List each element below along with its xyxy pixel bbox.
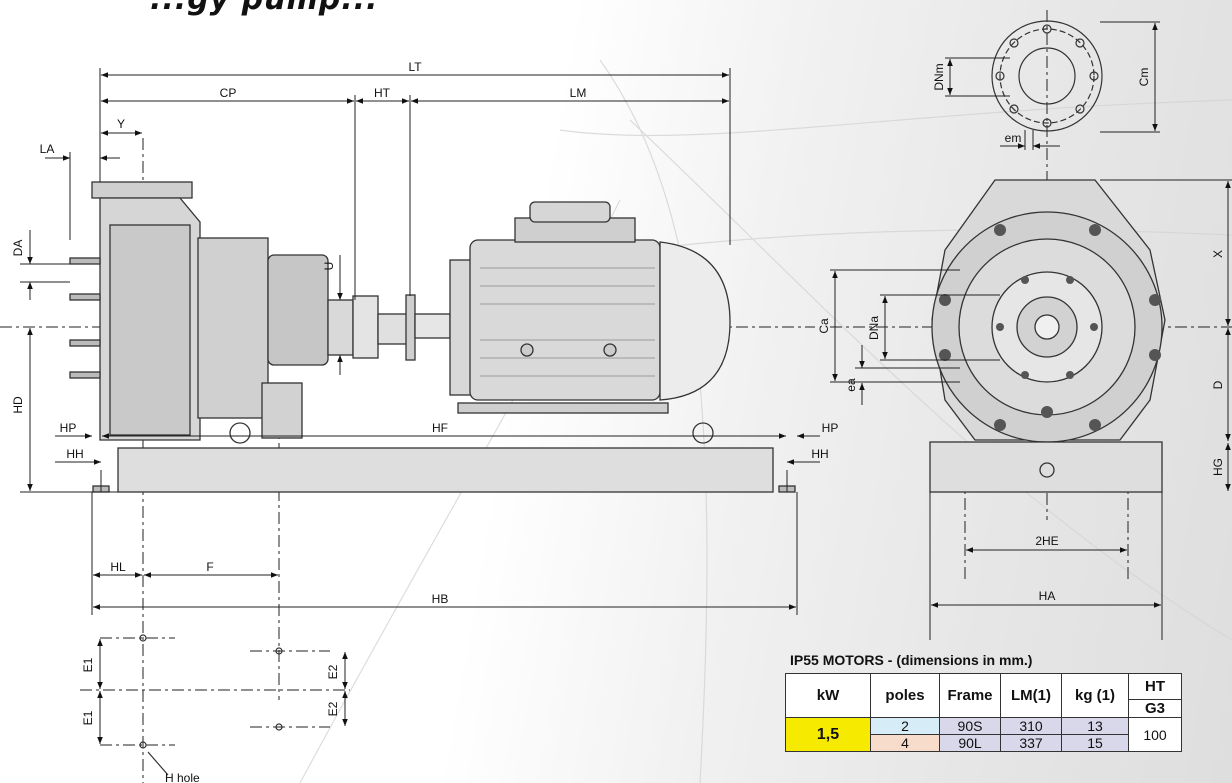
label-e2-top: E2 <box>326 664 340 679</box>
header-ht: HT <box>1128 673 1182 700</box>
table-row: 4 90L 337 15 <box>786 734 1182 752</box>
header-kw: kW <box>785 673 871 718</box>
label-la: LA <box>40 142 55 156</box>
discharge-flange <box>991 20 1103 132</box>
label-y: Y <box>117 117 125 131</box>
dimension-lines <box>20 21 1232 744</box>
label-cp: CP <box>220 86 237 100</box>
motors-table: kW poles Frame LM(1) kg (1) HT G3 1,5 2 … <box>785 673 1182 752</box>
label-hp-right: HP <box>822 421 839 435</box>
label-lt: LT <box>408 60 422 74</box>
base-hole-layout <box>139 634 283 776</box>
cell-lm: 337 <box>1000 734 1062 752</box>
cell-frame: 90L <box>939 734 1001 752</box>
label-e2-bottom: E2 <box>326 701 340 716</box>
label-hd: HD <box>11 396 25 414</box>
pump-side-view <box>69 181 451 441</box>
label-dna: DNa <box>867 316 881 340</box>
label-e1-bottom: E1 <box>81 710 95 725</box>
label-hh-left: HH <box>66 447 83 461</box>
motors-table-title: IP55 MOTORS - (dimensions in mm.) <box>790 652 1033 668</box>
label-hp-left: HP <box>60 421 77 435</box>
base-plate-side <box>92 382 796 493</box>
label-hg: HG <box>1211 458 1225 476</box>
label-lm: LM <box>570 86 587 100</box>
label-2he: 2HE <box>1035 534 1058 548</box>
label-d: D <box>1211 380 1225 389</box>
label-hf: HF <box>432 421 448 435</box>
label-em: em <box>1005 131 1022 145</box>
label-hl: HL <box>110 560 126 574</box>
cell-poles: 2 <box>870 717 940 735</box>
label-cm: Cm <box>1137 68 1151 87</box>
header-row-bottom: G3 <box>786 699 1182 718</box>
pump-front-view <box>929 179 1166 493</box>
label-u: U <box>322 262 336 271</box>
cell-kw: 1,5 <box>785 717 871 752</box>
front-view-labels: DNm Cm em X Ca DNa ea D HG 2HE HA <box>817 63 1225 603</box>
label-ca: Ca <box>817 318 831 334</box>
side-view-labels: LT CP HT LM Y LA DA U HD HP HH HF HP HH … <box>11 60 838 606</box>
header-lm: LM(1) <box>1000 673 1062 718</box>
header-poles: poles <box>870 673 940 718</box>
label-f: F <box>206 560 213 574</box>
table-row: 1,5 2 90S 310 13 100 <box>785 717 1182 752</box>
motor-side-view <box>449 201 731 414</box>
cell-lm: 310 <box>1000 717 1062 735</box>
title-fragment: ...gy pump... <box>150 0 378 17</box>
label-ea: ea <box>844 378 858 392</box>
header-row-top: kW poles Frame LM(1) kg (1) HT <box>785 673 1182 718</box>
label-dnm: DNm <box>932 63 946 90</box>
cell-poles: 4 <box>870 734 940 752</box>
label-hh-right: HH <box>811 447 828 461</box>
header-ht-g3: G3 <box>1128 699 1182 718</box>
header-frame: Frame <box>939 673 1001 718</box>
hole-view-labels: E1 E1 E2 E2 H hole <box>81 657 340 783</box>
header-kg: kg (1) <box>1061 673 1129 718</box>
cell-kg: 13 <box>1061 717 1129 735</box>
cell-ht: 100 <box>1128 717 1182 752</box>
label-ht: HT <box>374 86 391 100</box>
cell-kg: 15 <box>1061 734 1129 752</box>
label-e1-top: E1 <box>81 657 95 672</box>
cell-frame: 90S <box>939 717 1001 735</box>
label-hb: HB <box>432 592 449 606</box>
label-hole: H hole <box>165 771 200 783</box>
label-ha: HA <box>1039 589 1056 603</box>
label-da: DA <box>11 240 25 257</box>
label-x: X <box>1211 250 1225 258</box>
